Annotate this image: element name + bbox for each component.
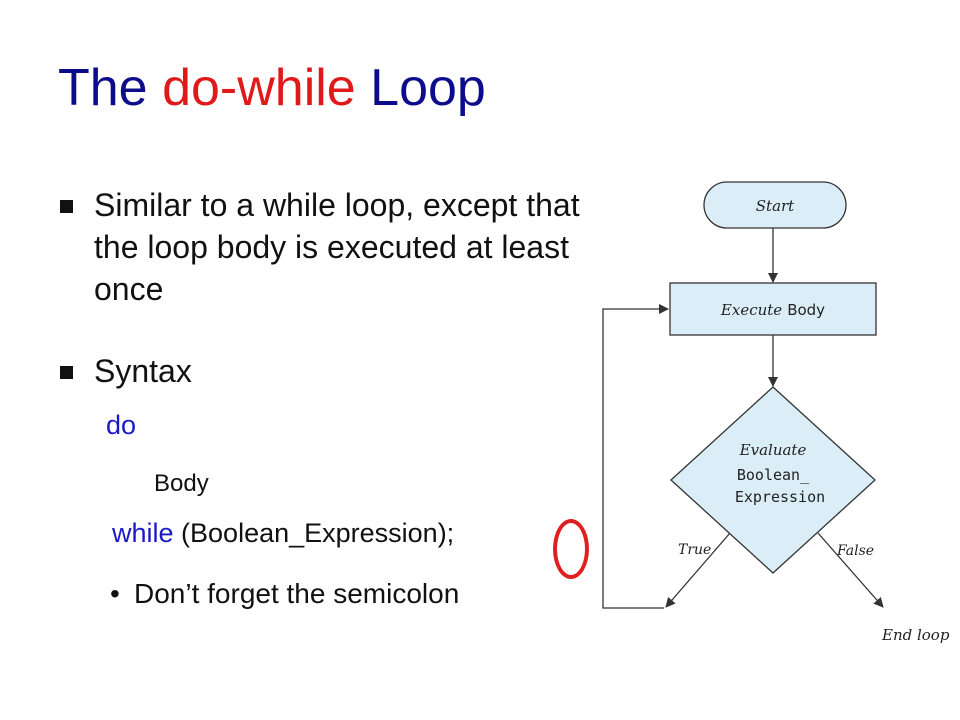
bullet-similar-text: Similar to a while loop, except that the… <box>94 187 580 307</box>
semicolon-highlight-circle <box>553 519 589 579</box>
false-label: False <box>836 543 874 559</box>
arrow-false-branch <box>817 532 884 608</box>
code-while-expression: (Boolean_Expression); <box>173 518 455 548</box>
code-while-line: while (Boolean_Expression); <box>112 518 454 549</box>
square-bullet-icon <box>60 200 73 213</box>
sub-bullet-text: Don’t forget the semicolon <box>134 578 460 609</box>
execute-body-label: Execute Body <box>720 301 825 319</box>
execute-body-node <box>669 282 877 336</box>
execute-body-word: Body <box>787 301 825 319</box>
decision-expr-line2: Expression <box>735 488 825 506</box>
true-label: True <box>678 542 711 558</box>
start-node <box>703 181 847 229</box>
loop-back-line <box>602 304 669 609</box>
bullet-syntax-text: Syntax <box>94 353 192 389</box>
start-label: Start <box>756 197 795 215</box>
end-loop-label: End loop <box>881 626 950 644</box>
execute-prefix: Execute <box>720 301 782 319</box>
code-body: Body <box>154 470 209 497</box>
title-part-loop: Loop <box>355 59 486 117</box>
decision-evaluate-label: Evaluate <box>739 441 807 459</box>
sub-bullet-semicolon: • Don’t forget the semicolon <box>110 578 459 610</box>
decision-node <box>670 386 876 574</box>
code-while-keyword: while <box>112 518 174 548</box>
arrow-true-branch <box>665 532 731 608</box>
dot-bullet-icon: • <box>110 578 120 609</box>
title-part-do-while: do-while <box>162 59 356 117</box>
square-bullet-icon <box>60 366 73 379</box>
slide-title: The do-while Loop <box>58 56 486 120</box>
decision-expr-line1: Boolean_ <box>737 466 810 484</box>
title-part-the: The <box>58 59 163 117</box>
code-do-keyword: do <box>106 410 137 440</box>
